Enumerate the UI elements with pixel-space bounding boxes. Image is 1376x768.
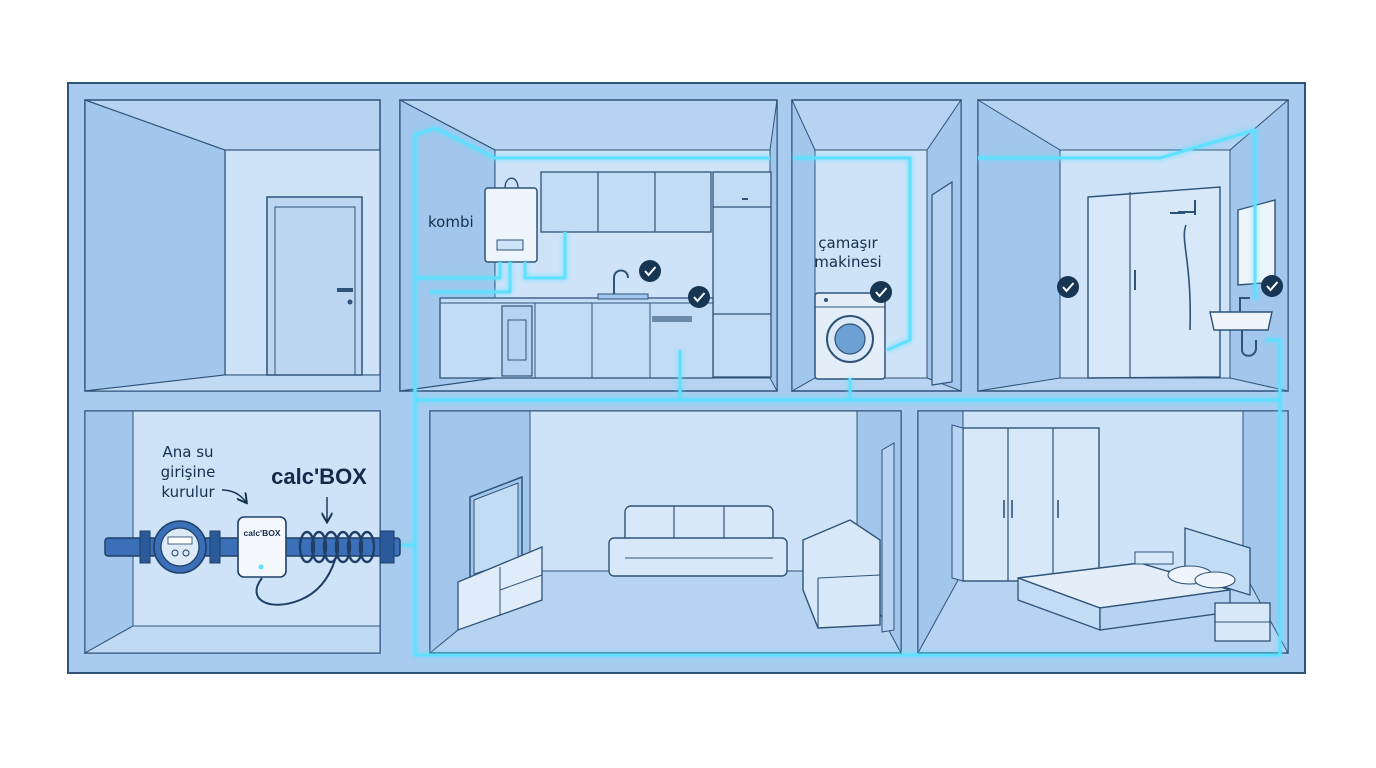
coil-wrap	[298, 530, 376, 564]
install-note-line2: girişine	[161, 463, 216, 481]
sink	[1209, 297, 1273, 357]
room-bathroom	[977, 98, 1289, 392]
arrow-icon	[221, 489, 246, 502]
kitchen-counter	[439, 269, 714, 379]
washer-label-line2: makinesi	[814, 253, 881, 271]
room-bedroom	[917, 410, 1289, 654]
fridge	[712, 171, 772, 378]
boiler-label: kombi	[428, 213, 474, 231]
faucet-icon	[613, 269, 629, 298]
sofa	[608, 505, 788, 577]
room-kitchen	[399, 99, 778, 392]
room-utility	[83, 410, 381, 654]
check-badge-icon	[1057, 276, 1079, 298]
washing-machine	[814, 292, 886, 380]
room-living	[429, 410, 902, 655]
install-note-line3: kurulur	[161, 483, 215, 501]
device-brand-label: calc'BOX	[244, 528, 281, 538]
armchair	[802, 519, 881, 629]
water-meter	[153, 520, 207, 574]
upper-cabinets	[540, 171, 712, 233]
boiler-unit	[484, 177, 538, 263]
nightstand	[1214, 602, 1271, 642]
shower-cabin	[1087, 186, 1221, 379]
door	[266, 196, 363, 376]
room-entry	[84, 99, 381, 392]
water-pipe-network	[400, 126, 1282, 657]
device-cable	[255, 559, 336, 606]
calcbox-device: calc'BOX	[237, 516, 287, 578]
brand-label: calc'BOX	[271, 464, 367, 489]
install-note-line1: Ana su	[162, 443, 213, 461]
door-handle-icon	[337, 288, 353, 292]
tv-unit	[457, 475, 543, 631]
check-badge-icon	[1261, 275, 1283, 297]
washer-label-line1: çamaşır	[818, 234, 878, 252]
check-badge-icon	[639, 260, 661, 282]
bed	[1017, 527, 1251, 631]
wardrobe	[951, 424, 1100, 582]
check-badge-icon	[688, 286, 710, 308]
room-laundry	[791, 98, 962, 392]
shower-head-icon	[1170, 200, 1196, 215]
check-badge-icon	[870, 281, 892, 303]
